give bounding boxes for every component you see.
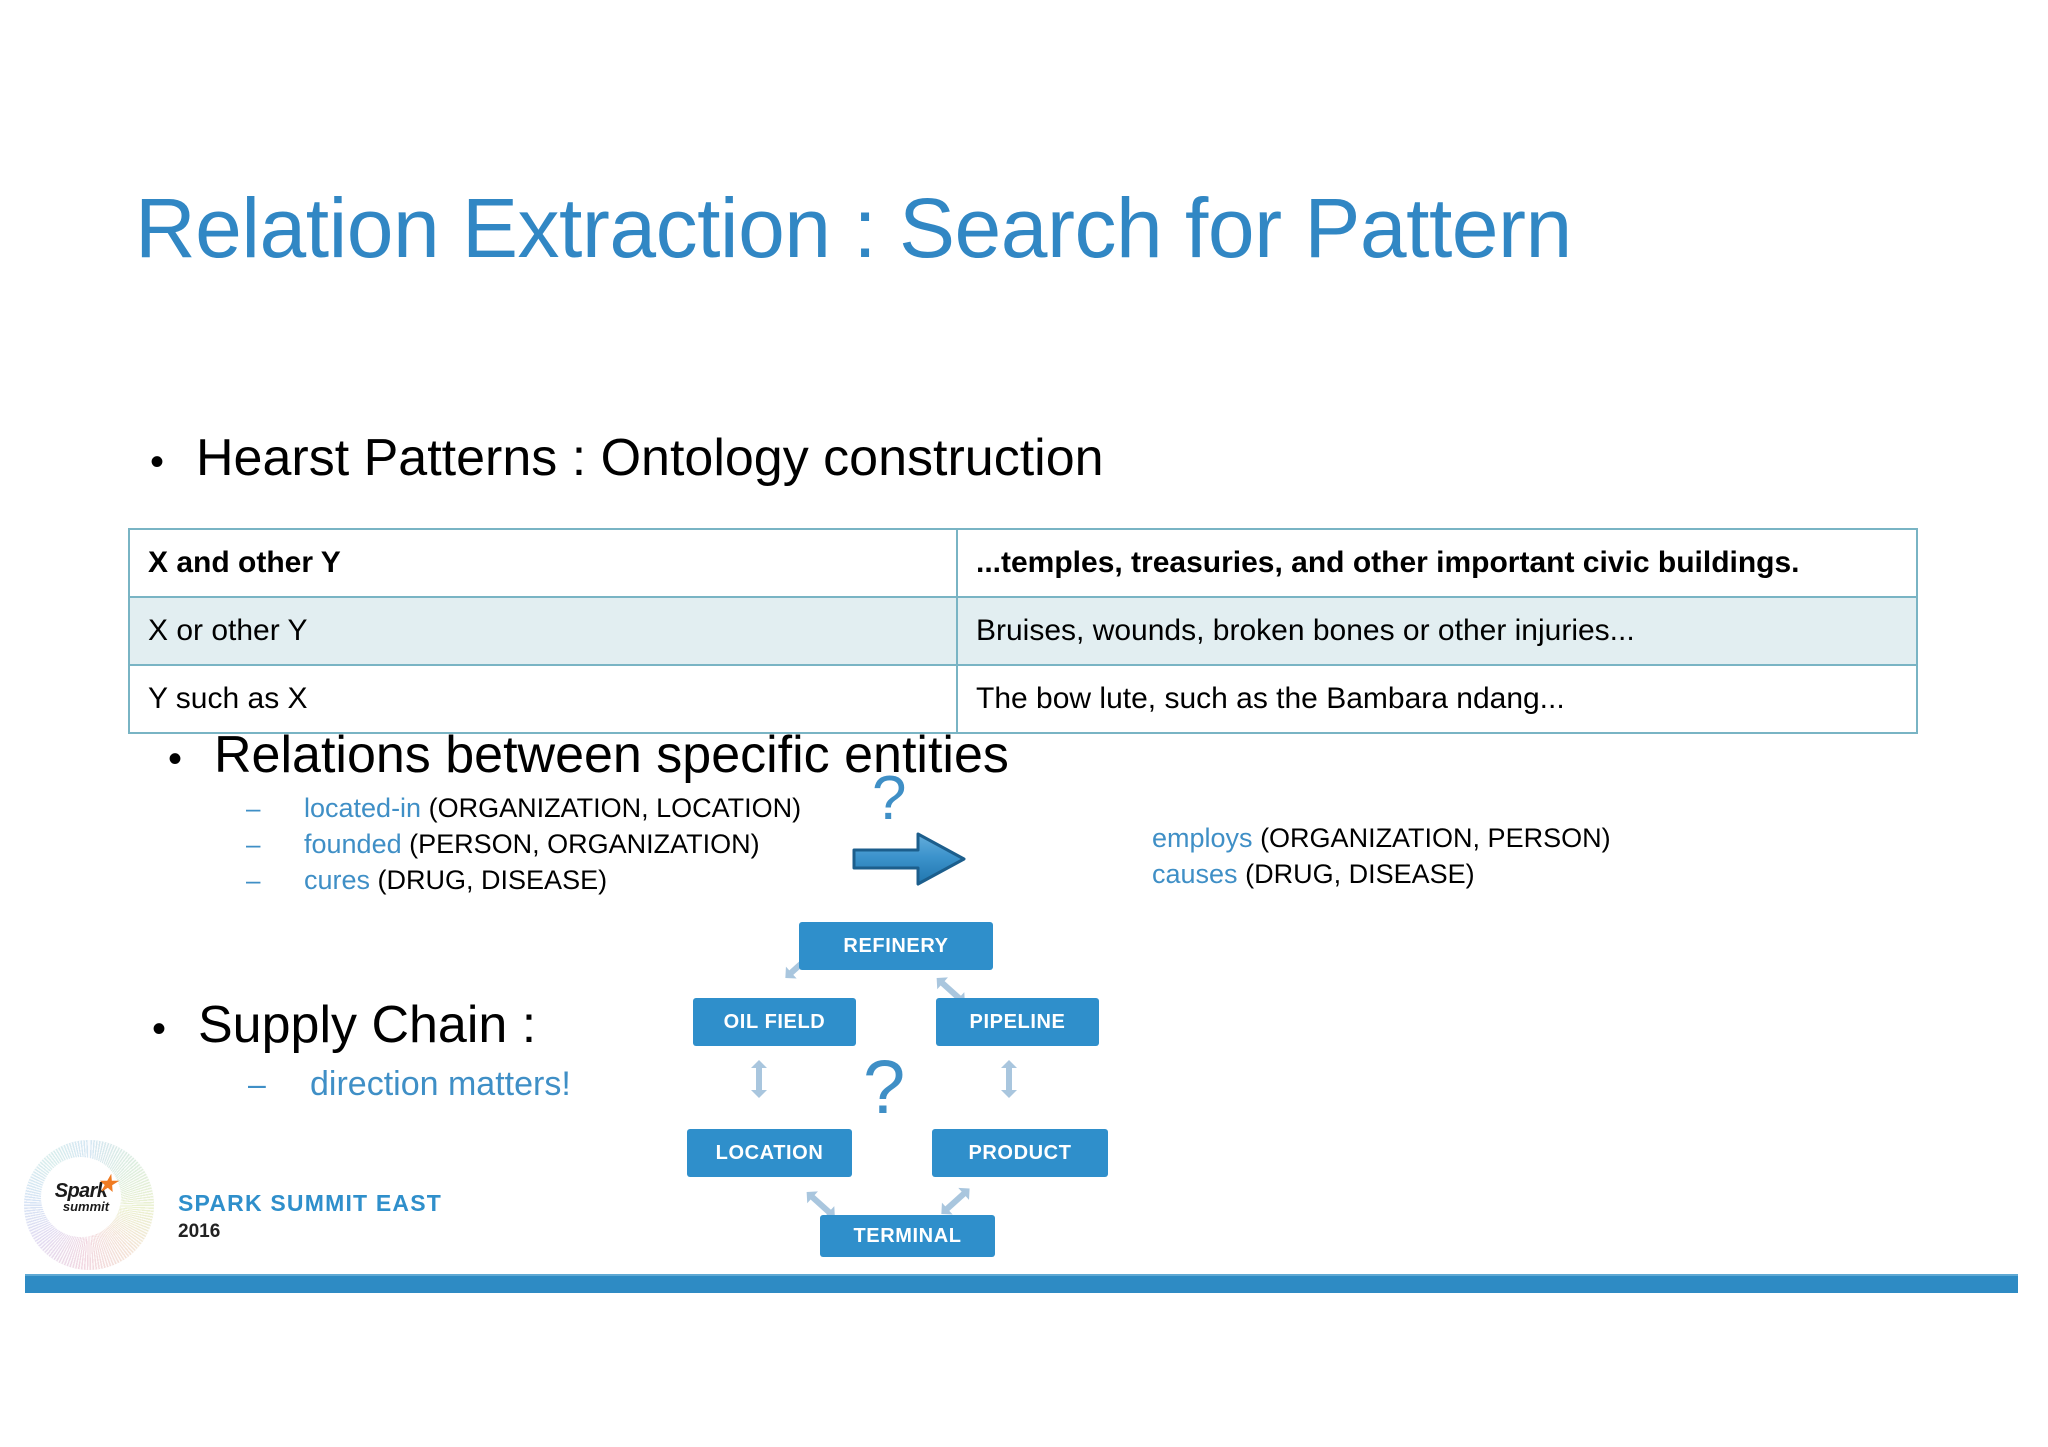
- dash-marker-icon: –: [248, 1066, 266, 1102]
- cycle-node-label: REFINERY: [843, 934, 949, 957]
- star-icon: ★: [97, 1170, 117, 1196]
- cycle-node-label: LOCATION: [715, 1141, 824, 1164]
- footer-accent-bar: [25, 1274, 2018, 1293]
- list-item: causes (DRUG, DISEASE): [1152, 856, 1611, 892]
- logo-spark-label: Spark: [54, 1179, 108, 1202]
- cycle-node-product[interactable]: PRODUCT: [932, 1129, 1108, 1177]
- question-mark-label: ?: [872, 764, 907, 833]
- dash-marker-icon: –: [246, 793, 261, 823]
- known-relations-list: – located-in (ORGANIZATION, LOCATION) – …: [246, 790, 801, 899]
- relation-name: causes: [1152, 859, 1238, 890]
- table-row: Y such as X The bow lute, such as the Ba…: [128, 664, 1918, 734]
- bullet-relations-between-entities: • Relations between specific entities: [168, 725, 1009, 785]
- list-item: employs (ORGANIZATION, PERSON): [1152, 820, 1611, 856]
- cell-example: ...temples, treasuries, and other import…: [956, 528, 1918, 598]
- spark-summit-logo: Spark ★ summit: [24, 1140, 154, 1270]
- supply-chain-note: – direction matters!: [248, 1065, 571, 1104]
- relation-args: (DRUG, DISEASE): [1245, 859, 1475, 890]
- footer-event-year: 2016: [178, 1221, 221, 1242]
- bullet-hearst-patterns: • Hearst Patterns : Ontology constructio…: [150, 428, 1104, 488]
- list-item: – cures (DRUG, DISEASE): [246, 862, 801, 898]
- relation-name: employs: [1152, 823, 1253, 853]
- bullet-hearst-label: Hearst Patterns : Ontology construction: [196, 429, 1104, 487]
- bullet-relations-label: Relations between specific entities: [214, 726, 1009, 784]
- bullet-marker-icon: •: [152, 1007, 167, 1051]
- hearst-patterns-table: X and other Y ...temples, treasuries, an…: [128, 528, 1918, 734]
- relation-name: cures: [304, 865, 371, 896]
- cycle-node-label: PIPELINE: [969, 1010, 1066, 1033]
- cycle-node-pipeline[interactable]: PIPELINE: [936, 998, 1099, 1046]
- cell-example: The bow lute, such as the Bambara ndang.…: [956, 664, 1918, 734]
- relation-args: (PERSON, ORGANIZATION): [409, 829, 760, 860]
- relation-args: (ORGANIZATION, PERSON): [1260, 823, 1611, 853]
- cycle-node-location[interactable]: LOCATION: [687, 1129, 852, 1177]
- cycle-node-label: PRODUCT: [968, 1141, 1072, 1164]
- bullet-marker-icon: •: [150, 440, 165, 484]
- table-row: X or other Y Bruises, wounds, broken bon…: [128, 596, 1918, 666]
- cell-pattern: X and other Y: [128, 528, 958, 598]
- relation-name: founded: [304, 829, 402, 860]
- bullet-supply-chain: • Supply Chain :: [152, 995, 536, 1055]
- footer-event-info: SPARK SUMMIT EAST 2016: [178, 1190, 442, 1243]
- dash-marker-icon: –: [246, 829, 261, 860]
- table-row: X and other Y ...temples, treasuries, an…: [128, 528, 1918, 598]
- logo-spark-text: Spark ★: [54, 1172, 117, 1202]
- relation-args: (ORGANIZATION, LOCATION): [428, 793, 802, 823]
- dash-marker-icon: –: [246, 865, 261, 896]
- page-title: Relation Extraction : Search for Pattern: [135, 181, 1572, 275]
- bullet-supply-chain-label: Supply Chain :: [198, 996, 537, 1054]
- right-block-arrow-icon: [852, 832, 966, 886]
- cycle-node-label: OIL FIELD: [723, 1010, 826, 1033]
- cell-pattern: Y such as X: [128, 664, 958, 734]
- logo-disc: Spark ★ summit: [41, 1157, 121, 1237]
- list-item: – located-in (ORGANIZATION, LOCATION): [246, 790, 801, 826]
- cycle-node-label: TERMINAL: [853, 1224, 962, 1247]
- supply-chain-note-label: direction matters!: [310, 1065, 571, 1103]
- target-relations-list: employs (ORGANIZATION, PERSON) causes (D…: [1152, 820, 1611, 892]
- cycle-node-refinery[interactable]: REFINERY: [799, 922, 993, 970]
- footer-event-name: SPARK SUMMIT EAST: [178, 1190, 443, 1216]
- logo-summit-label: summit: [62, 1198, 110, 1214]
- cycle-node-oil-field[interactable]: OIL FIELD: [693, 998, 856, 1046]
- cell-example: Bruises, wounds, broken bones or other i…: [956, 596, 1918, 666]
- relation-args: (DRUG, DISEASE): [377, 865, 608, 896]
- cycle-node-terminal[interactable]: TERMINAL: [820, 1215, 995, 1257]
- cycle-center-question-mark: ?: [863, 1045, 906, 1130]
- list-item: – founded (PERSON, ORGANIZATION): [246, 826, 801, 862]
- transition-arrow-group: ?: [852, 768, 1032, 888]
- cell-pattern: X or other Y: [128, 596, 958, 666]
- supply-chain-cycle-diagram: REFINERY OIL FIELD PIPELINE LOCATION PRO…: [660, 908, 1180, 1258]
- relation-name: located-in: [304, 793, 422, 823]
- bullet-marker-icon: •: [168, 737, 183, 781]
